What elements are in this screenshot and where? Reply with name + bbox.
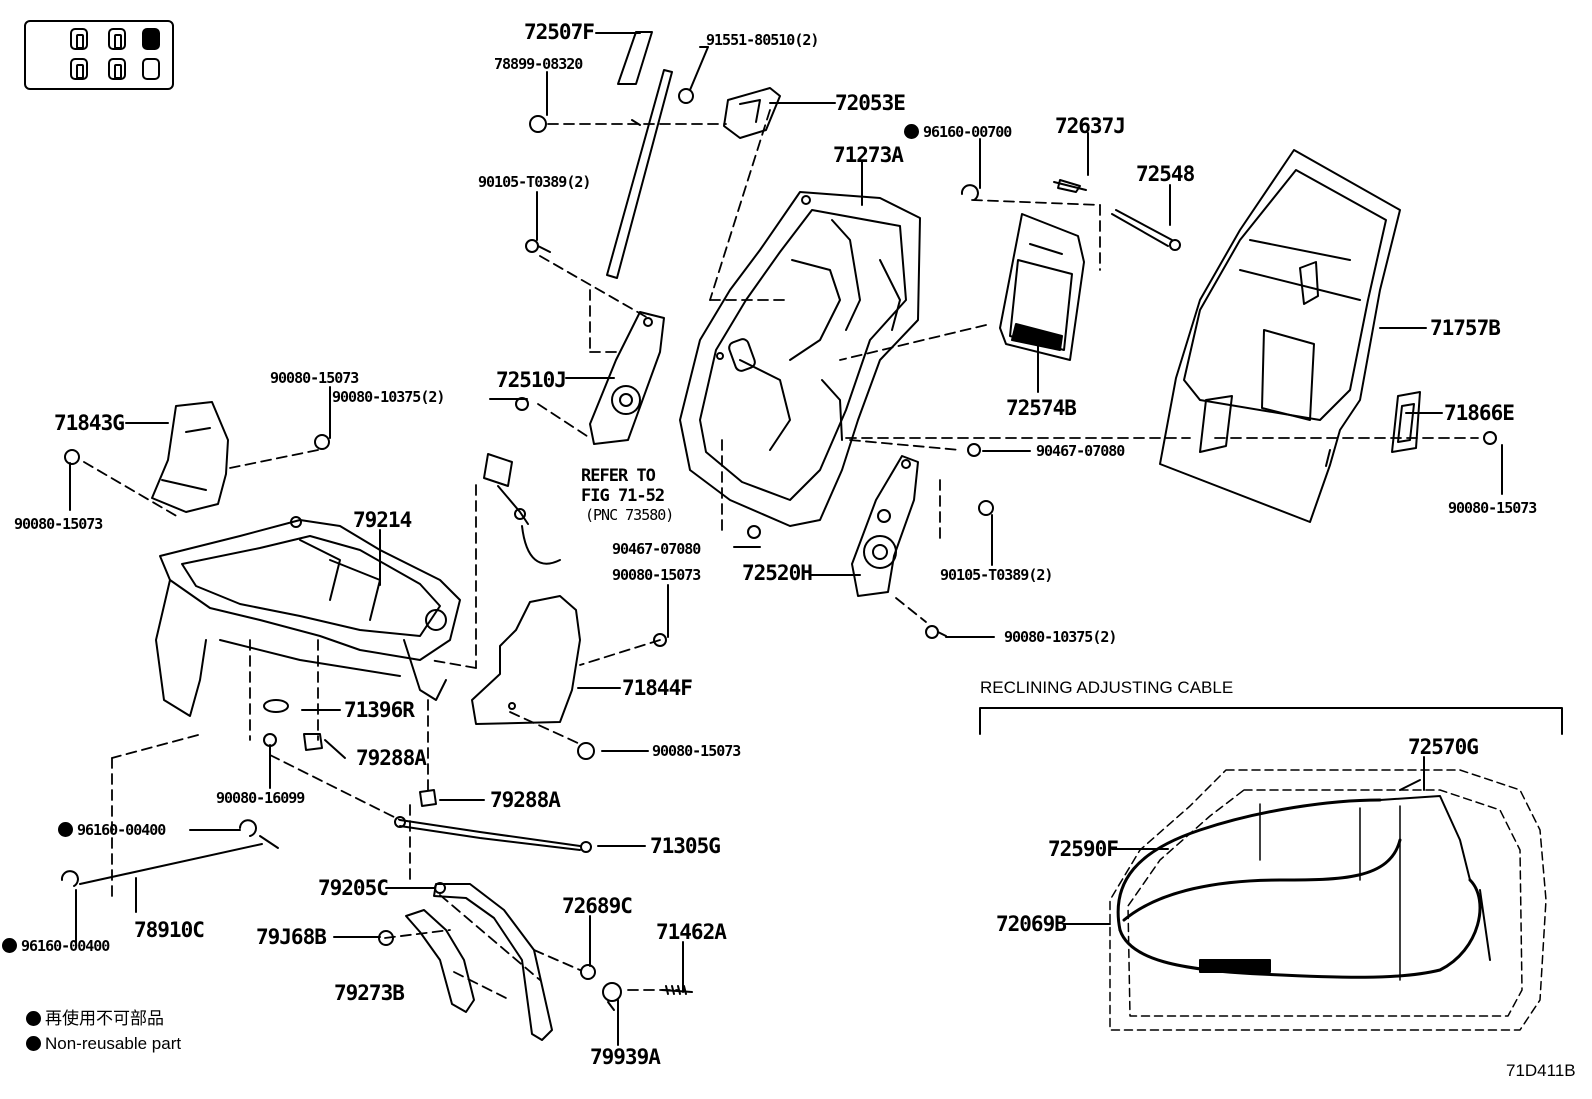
part-label-71866E: 71866E — [1444, 401, 1515, 425]
legend-english: Non-reusable part — [26, 1035, 181, 1052]
part-label-90080-15073: 90080-15073 — [1448, 499, 1537, 517]
part-label-90105-T0389-top: 90105-T0389(2) — [478, 173, 591, 191]
cover-71844F — [471, 595, 667, 760]
cover-71843G — [64, 401, 330, 513]
part-label-72507F: 72507F — [524, 20, 595, 44]
rod-72548 — [1111, 209, 1181, 251]
part-label-90080-15073: 90080-15073 — [14, 515, 103, 533]
refer-note-line-2: FIG 71-52 — [581, 486, 665, 506]
part-label-79214: 79214 — [353, 508, 412, 532]
seat-icon — [108, 58, 126, 80]
inset-cable-drawing — [1109, 769, 1547, 1031]
seat-icon — [70, 28, 88, 50]
part-label-79939A: 79939A — [590, 1045, 661, 1069]
seatbelt-buckle — [483, 453, 561, 565]
part-label-71305G: 71305G — [650, 834, 721, 858]
legend-japanese-text: 再使用不可部品 — [45, 1009, 164, 1028]
part-number-text: 96160-00700 — [923, 123, 1012, 141]
part-label-72548: 72548 — [1136, 162, 1195, 186]
seat-position-indicator — [24, 20, 174, 90]
washer-bolt-spring — [580, 964, 693, 1011]
non-reusable-dot-icon — [58, 822, 73, 837]
clip-96160-00700 — [960, 184, 979, 201]
part-label-90080-15073: 90080-15073 — [652, 742, 741, 760]
part-label-72069B: 72069B — [996, 912, 1067, 936]
part-label-90467-07080: 90467-07080 — [1036, 442, 1125, 460]
non-reusable-dot-icon — [26, 1036, 41, 1051]
part-label-72053E: 72053E — [835, 91, 906, 115]
part-label-72510J: 72510J — [496, 368, 567, 392]
part-label-79288A: 79288A — [490, 788, 561, 812]
bracket-72053E — [525, 87, 781, 253]
recliner-72510J — [515, 311, 665, 445]
headrest-guide-72507F — [606, 31, 673, 279]
part-label-79273B: 79273B — [334, 981, 405, 1005]
part-label-90080-15073: 90080-15073 — [612, 566, 701, 584]
recliner-72520H — [747, 443, 994, 639]
bracket-79205C — [433, 882, 553, 1041]
non-reusable-dot-icon — [904, 124, 919, 139]
cable-78910C — [60, 819, 279, 887]
part-label-90080-16099: 90080-16099 — [216, 789, 305, 807]
part-label-91551-80510: 91551-80510(2) — [706, 31, 819, 49]
part-label-78910C: 78910C — [134, 918, 205, 942]
seatback-board-71757B — [1159, 149, 1401, 523]
part-number-text: 96160-00400 — [77, 821, 166, 839]
small-parts — [263, 699, 437, 807]
part-label-72590F: 72590F — [1048, 837, 1119, 861]
legend-japanese: 再使用不可部品 — [26, 1010, 181, 1027]
part-label-71273A: 71273A — [833, 143, 904, 167]
part-label-90080-15073: 90080-15073 — [270, 369, 359, 387]
inset-bracket — [979, 707, 1563, 735]
part-label-79288A: 79288A — [356, 746, 427, 770]
legend-english-text: Non-reusable part — [45, 1034, 182, 1053]
part-label-90080-10375: 90080-10375(2) — [1004, 628, 1117, 646]
seat-icon — [70, 58, 88, 80]
part-label-90080-10375: 90080-10375(2) — [332, 388, 445, 406]
part-label-71844F: 71844F — [622, 676, 693, 700]
seat-frame-79214 — [155, 516, 461, 717]
part-label-72520H: 72520H — [742, 561, 813, 585]
seat-icon — [108, 28, 126, 50]
inset-title: RECLINING ADJUSTING CABLE — [980, 678, 1234, 697]
non-reusable-dot-icon — [26, 1011, 41, 1026]
latch-72637J — [1053, 179, 1087, 193]
part-label-72574B: 72574B — [1006, 396, 1077, 420]
part-label-79205C: 79205C — [318, 876, 389, 900]
part-label-96160-00700: 96160-00700 — [904, 123, 1012, 141]
part-label-72570G: 72570G — [1408, 735, 1479, 759]
part-label-71462A: 71462A — [656, 920, 727, 944]
part-number-text: 96160-00400 — [21, 937, 110, 955]
part-label-72689C: 72689C — [562, 894, 633, 918]
legend: 再使用不可部品 Non-reusable part — [26, 1010, 181, 1052]
leader-lines — [69, 32, 1503, 1046]
seat-icon — [142, 58, 160, 80]
part-label-79J68B: 79J68B — [256, 925, 327, 949]
highlighted-seat-icon — [142, 28, 160, 50]
part-label-72637J: 72637J — [1055, 114, 1126, 138]
dashed-assembly-lines — [83, 109, 1479, 1001]
part-label-96160-00400: 96160-00400 — [2, 937, 110, 955]
seatback-frame-71273A — [679, 191, 921, 527]
non-reusable-dot-icon — [2, 938, 17, 953]
guard-79273B — [378, 909, 475, 1013]
panel-72574B — [999, 213, 1085, 361]
part-label-90467-07080: 90467-07080 — [612, 540, 701, 558]
refer-note-line-3: (PNC 73580) — [585, 506, 674, 524]
part-label-71843G: 71843G — [54, 411, 125, 435]
rod-71305G — [394, 816, 592, 853]
part-label-90105-T0389-bottom: 90105-T0389(2) — [940, 566, 1053, 584]
figure-id: 71D411B — [1506, 1061, 1576, 1080]
part-label-71757B: 71757B — [1430, 316, 1501, 340]
handle-71866E — [1391, 391, 1497, 453]
part-label-71396R: 71396R — [344, 698, 415, 722]
refer-note-line-1: REFER TO — [581, 466, 656, 486]
part-label-78899-08320: 78899-08320 — [494, 55, 583, 73]
part-label-96160-00400: 96160-00400 — [58, 821, 166, 839]
